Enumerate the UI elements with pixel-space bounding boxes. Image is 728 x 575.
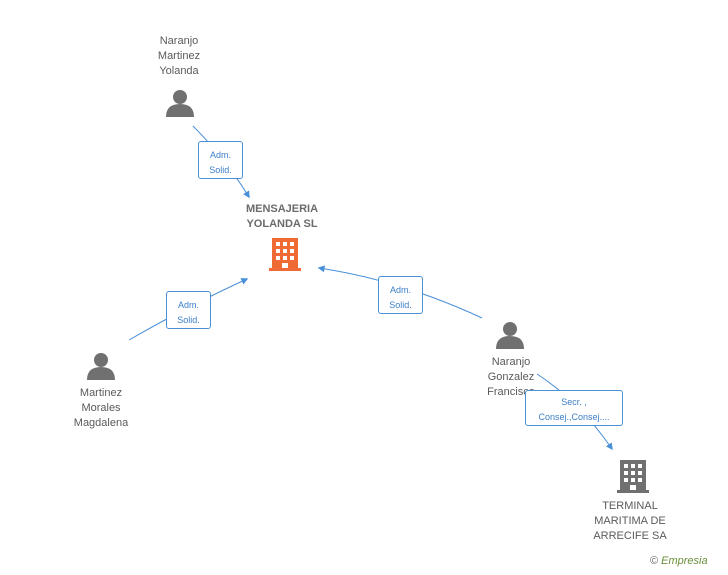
company-name-terminal-maritima[interactable]: TERMINAL MARITIMA DE ARRECIFE SA [593, 500, 667, 542]
role-label-adm-solid: Adm. Solid. [198, 141, 243, 179]
copyright-symbol: © [650, 555, 659, 567]
person-icon[interactable] [87, 353, 115, 380]
empresia-logo[interactable]: ©Empresia [650, 555, 708, 567]
role-label-adm-solid: Adm. Solid. [378, 276, 423, 314]
brand-name: Empresia [661, 555, 708, 567]
person-icon[interactable] [496, 322, 524, 349]
person-name-naranjo-martinez-yolanda[interactable]: Naranjo Martinez Yolanda [157, 35, 201, 77]
role-label-adm-solid: Adm. Solid. [166, 291, 211, 329]
person-name-martinez-morales-magdalena[interactable]: Martinez Morales Magdalena [73, 387, 129, 429]
role-label-secr-consej: Secr. , Consej.,Consej.... [525, 390, 623, 426]
person-name-naranjo-gonzalez-francisco[interactable]: Naranjo Gonzalez Francisco [487, 356, 535, 398]
company-name-mensajeria-yolanda[interactable]: MENSAJERIA YOLANDA SL [245, 203, 319, 230]
building-icon[interactable] [617, 460, 649, 493]
building-icon[interactable] [269, 238, 301, 271]
person-icon[interactable] [166, 90, 194, 117]
